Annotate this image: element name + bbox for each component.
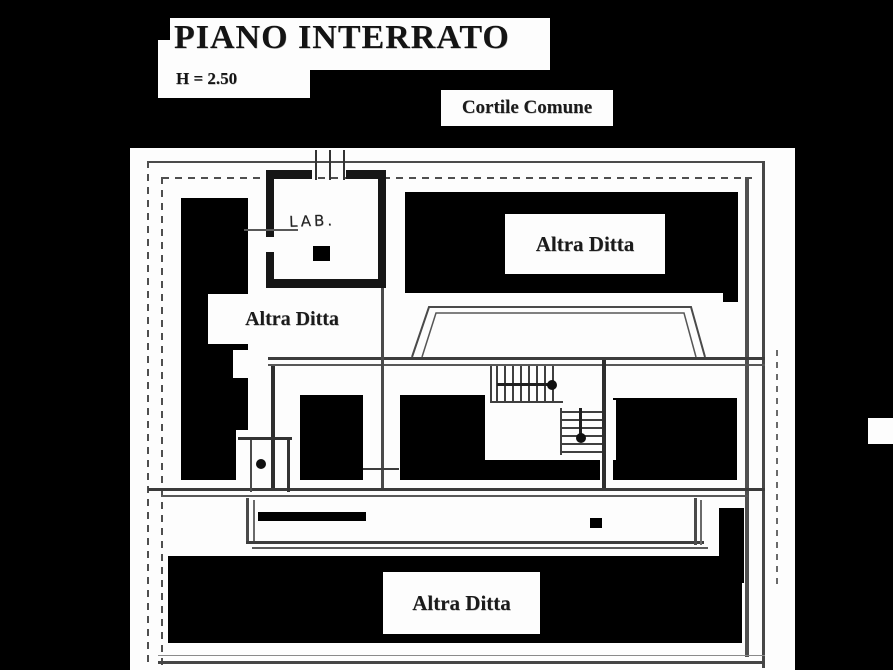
stairs-upper-left-wall bbox=[490, 366, 492, 403]
stairs-upper-bottom-wall bbox=[490, 401, 563, 403]
room-label-left: Altra Ditta bbox=[208, 294, 376, 344]
paper-patch-title bbox=[158, 18, 550, 70]
wall-vertical-stair-right bbox=[602, 360, 606, 491]
boundary-top-outer-line bbox=[148, 161, 765, 163]
wall-mid-horizontal-2 bbox=[268, 364, 765, 366]
lab-entry-hatch-1 bbox=[315, 150, 317, 180]
room-label-upper-right: Altra Ditta bbox=[505, 214, 665, 274]
wall-mid-horizontal-1 bbox=[268, 357, 765, 360]
corridor-top-wall-2 bbox=[161, 495, 748, 497]
lab-wall-bottom bbox=[266, 279, 386, 288]
stairs-lower-direction-arrow bbox=[579, 408, 582, 438]
corridor-right-end-2 bbox=[700, 500, 702, 545]
boundary-right-inner-wall bbox=[745, 177, 749, 657]
boundary-left-inner-dashed-line bbox=[161, 177, 163, 667]
scan-square-lab bbox=[313, 246, 330, 261]
paper-patch-height-note bbox=[158, 62, 310, 98]
corridor-bottom-wall-1 bbox=[246, 541, 704, 544]
fixture-right-line bbox=[287, 440, 290, 492]
fixture-top-line bbox=[238, 437, 292, 440]
lab-wall-top-right bbox=[346, 170, 386, 179]
lab-wall-left-upper bbox=[266, 170, 274, 237]
corridor-left-end-2 bbox=[253, 500, 255, 544]
lab-wall-top-left bbox=[266, 170, 312, 179]
stairs-upper-direction-arrow bbox=[497, 383, 549, 386]
lab-entry-hatch-3 bbox=[343, 150, 345, 180]
stairs-upper-arrow-dot bbox=[547, 380, 557, 390]
room-label-bottom-text: Altra Ditta bbox=[412, 590, 511, 615]
wall-vertical-a bbox=[271, 366, 275, 490]
lab-entry-hatch-2 bbox=[329, 150, 331, 180]
lab-door-dash-line bbox=[244, 229, 298, 231]
room-label-lab: LAB. bbox=[288, 211, 336, 231]
stairs-lower-arrow-dot bbox=[576, 433, 586, 443]
wall-vertical-b bbox=[381, 288, 384, 490]
boundary-bottom-faint-line bbox=[158, 655, 765, 656]
scan-bar-corridor bbox=[258, 512, 366, 521]
room-label-upper-right-text: Altra Ditta bbox=[535, 231, 635, 256]
scan-void-under-stairs bbox=[438, 460, 600, 480]
room-label-bottom: Altra Ditta bbox=[383, 572, 540, 634]
boundary-bottom-line bbox=[158, 661, 765, 664]
wall-b-door-tick bbox=[363, 468, 399, 470]
courtyard-label: Cortile Comune bbox=[441, 90, 613, 126]
lab-wall-right bbox=[378, 170, 386, 288]
stairs-lower-treads-icon bbox=[562, 409, 602, 453]
fixture-left-line bbox=[250, 440, 252, 492]
stairs-lower-left-wall bbox=[560, 408, 562, 455]
corridor-top-wall-1 bbox=[148, 488, 765, 491]
scan-void-right-of-corridor bbox=[719, 508, 744, 583]
boundary-top-inner-dashed-line bbox=[162, 177, 752, 179]
boundary-right-edge-dashed-line bbox=[776, 350, 778, 590]
boundary-right-outer-line bbox=[762, 161, 765, 668]
room-void-mid-left bbox=[300, 395, 363, 483]
corridor-left-end-1 bbox=[246, 498, 249, 544]
lab-wall-left-lower bbox=[266, 252, 274, 288]
corridor-right-end-1 bbox=[694, 498, 697, 545]
room-label-left-text: Altra Ditta bbox=[245, 307, 339, 330]
scan-notch-title bbox=[152, 12, 170, 40]
plan-title: PIANO INTERRATO bbox=[174, 19, 510, 56]
fixture-knob-dot bbox=[256, 459, 266, 469]
scan-square-corridor bbox=[590, 518, 602, 528]
paper-bottom-strip bbox=[130, 643, 795, 670]
courtyard-label-text: Cortile Comune bbox=[461, 97, 593, 118]
scan-artifact-right-edge bbox=[868, 418, 893, 444]
corridor-bottom-wall-2 bbox=[252, 547, 708, 549]
room-void-mid-right bbox=[613, 398, 737, 486]
boundary-left-outer-dashed-line bbox=[147, 161, 149, 666]
height-annotation: H = 2.50 bbox=[176, 69, 238, 88]
